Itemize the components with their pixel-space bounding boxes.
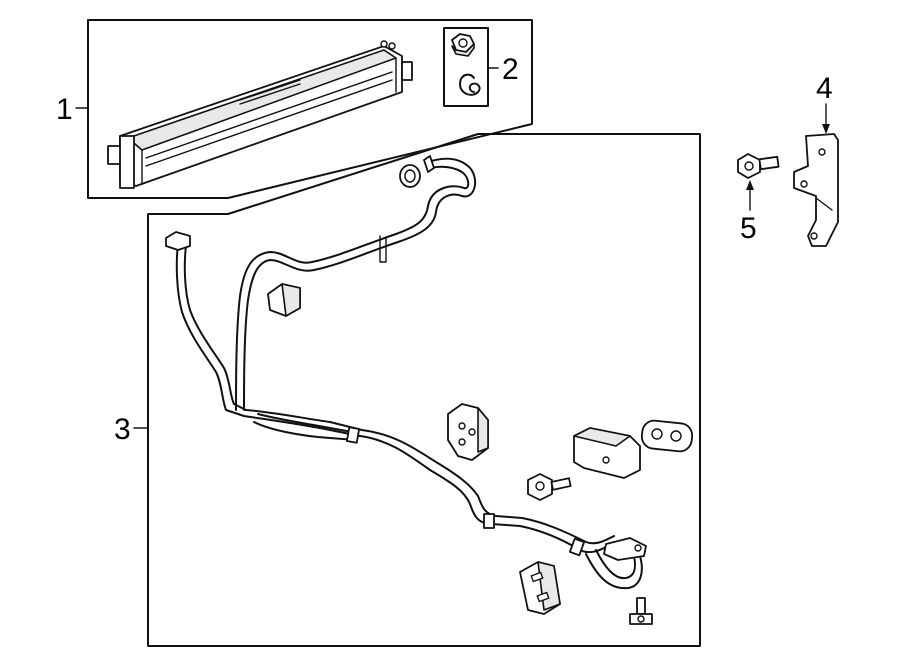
cooler-line-assembly[interactable] xyxy=(165,155,647,590)
cooler-mount-bracket[interactable] xyxy=(793,133,839,247)
transmission-oil-cooler[interactable] xyxy=(107,40,413,189)
mounting-bolt[interactable] xyxy=(737,153,780,179)
callout-5: 5 xyxy=(740,212,757,245)
callout-1: 1 xyxy=(56,93,73,126)
cooler-lines-frame xyxy=(147,133,701,647)
right-line-fitting xyxy=(603,537,647,561)
line-clip[interactable] xyxy=(519,561,561,615)
line-screw[interactable] xyxy=(629,597,653,625)
callout-2: 2 xyxy=(502,53,519,86)
retaining-clip[interactable] xyxy=(459,73,481,96)
hardware-inset-box xyxy=(443,27,489,107)
line-retainer-clamp[interactable] xyxy=(447,403,489,461)
cooler-assembly-frame xyxy=(87,19,533,199)
line-seal-gasket[interactable] xyxy=(640,419,694,453)
arrow-4 xyxy=(822,124,830,134)
line-bumper[interactable] xyxy=(267,283,301,317)
callout-3: 3 xyxy=(114,413,131,446)
arrow-5 xyxy=(746,180,754,190)
bracket-bolt[interactable] xyxy=(527,473,572,501)
cooler-assembly-group xyxy=(87,19,533,199)
line-bracket-block[interactable] xyxy=(573,427,641,479)
o-ring-seal[interactable] xyxy=(399,164,421,188)
left-line-fitting xyxy=(165,231,191,251)
callout-4: 4 xyxy=(816,72,833,105)
fitting-nut[interactable] xyxy=(451,33,475,57)
